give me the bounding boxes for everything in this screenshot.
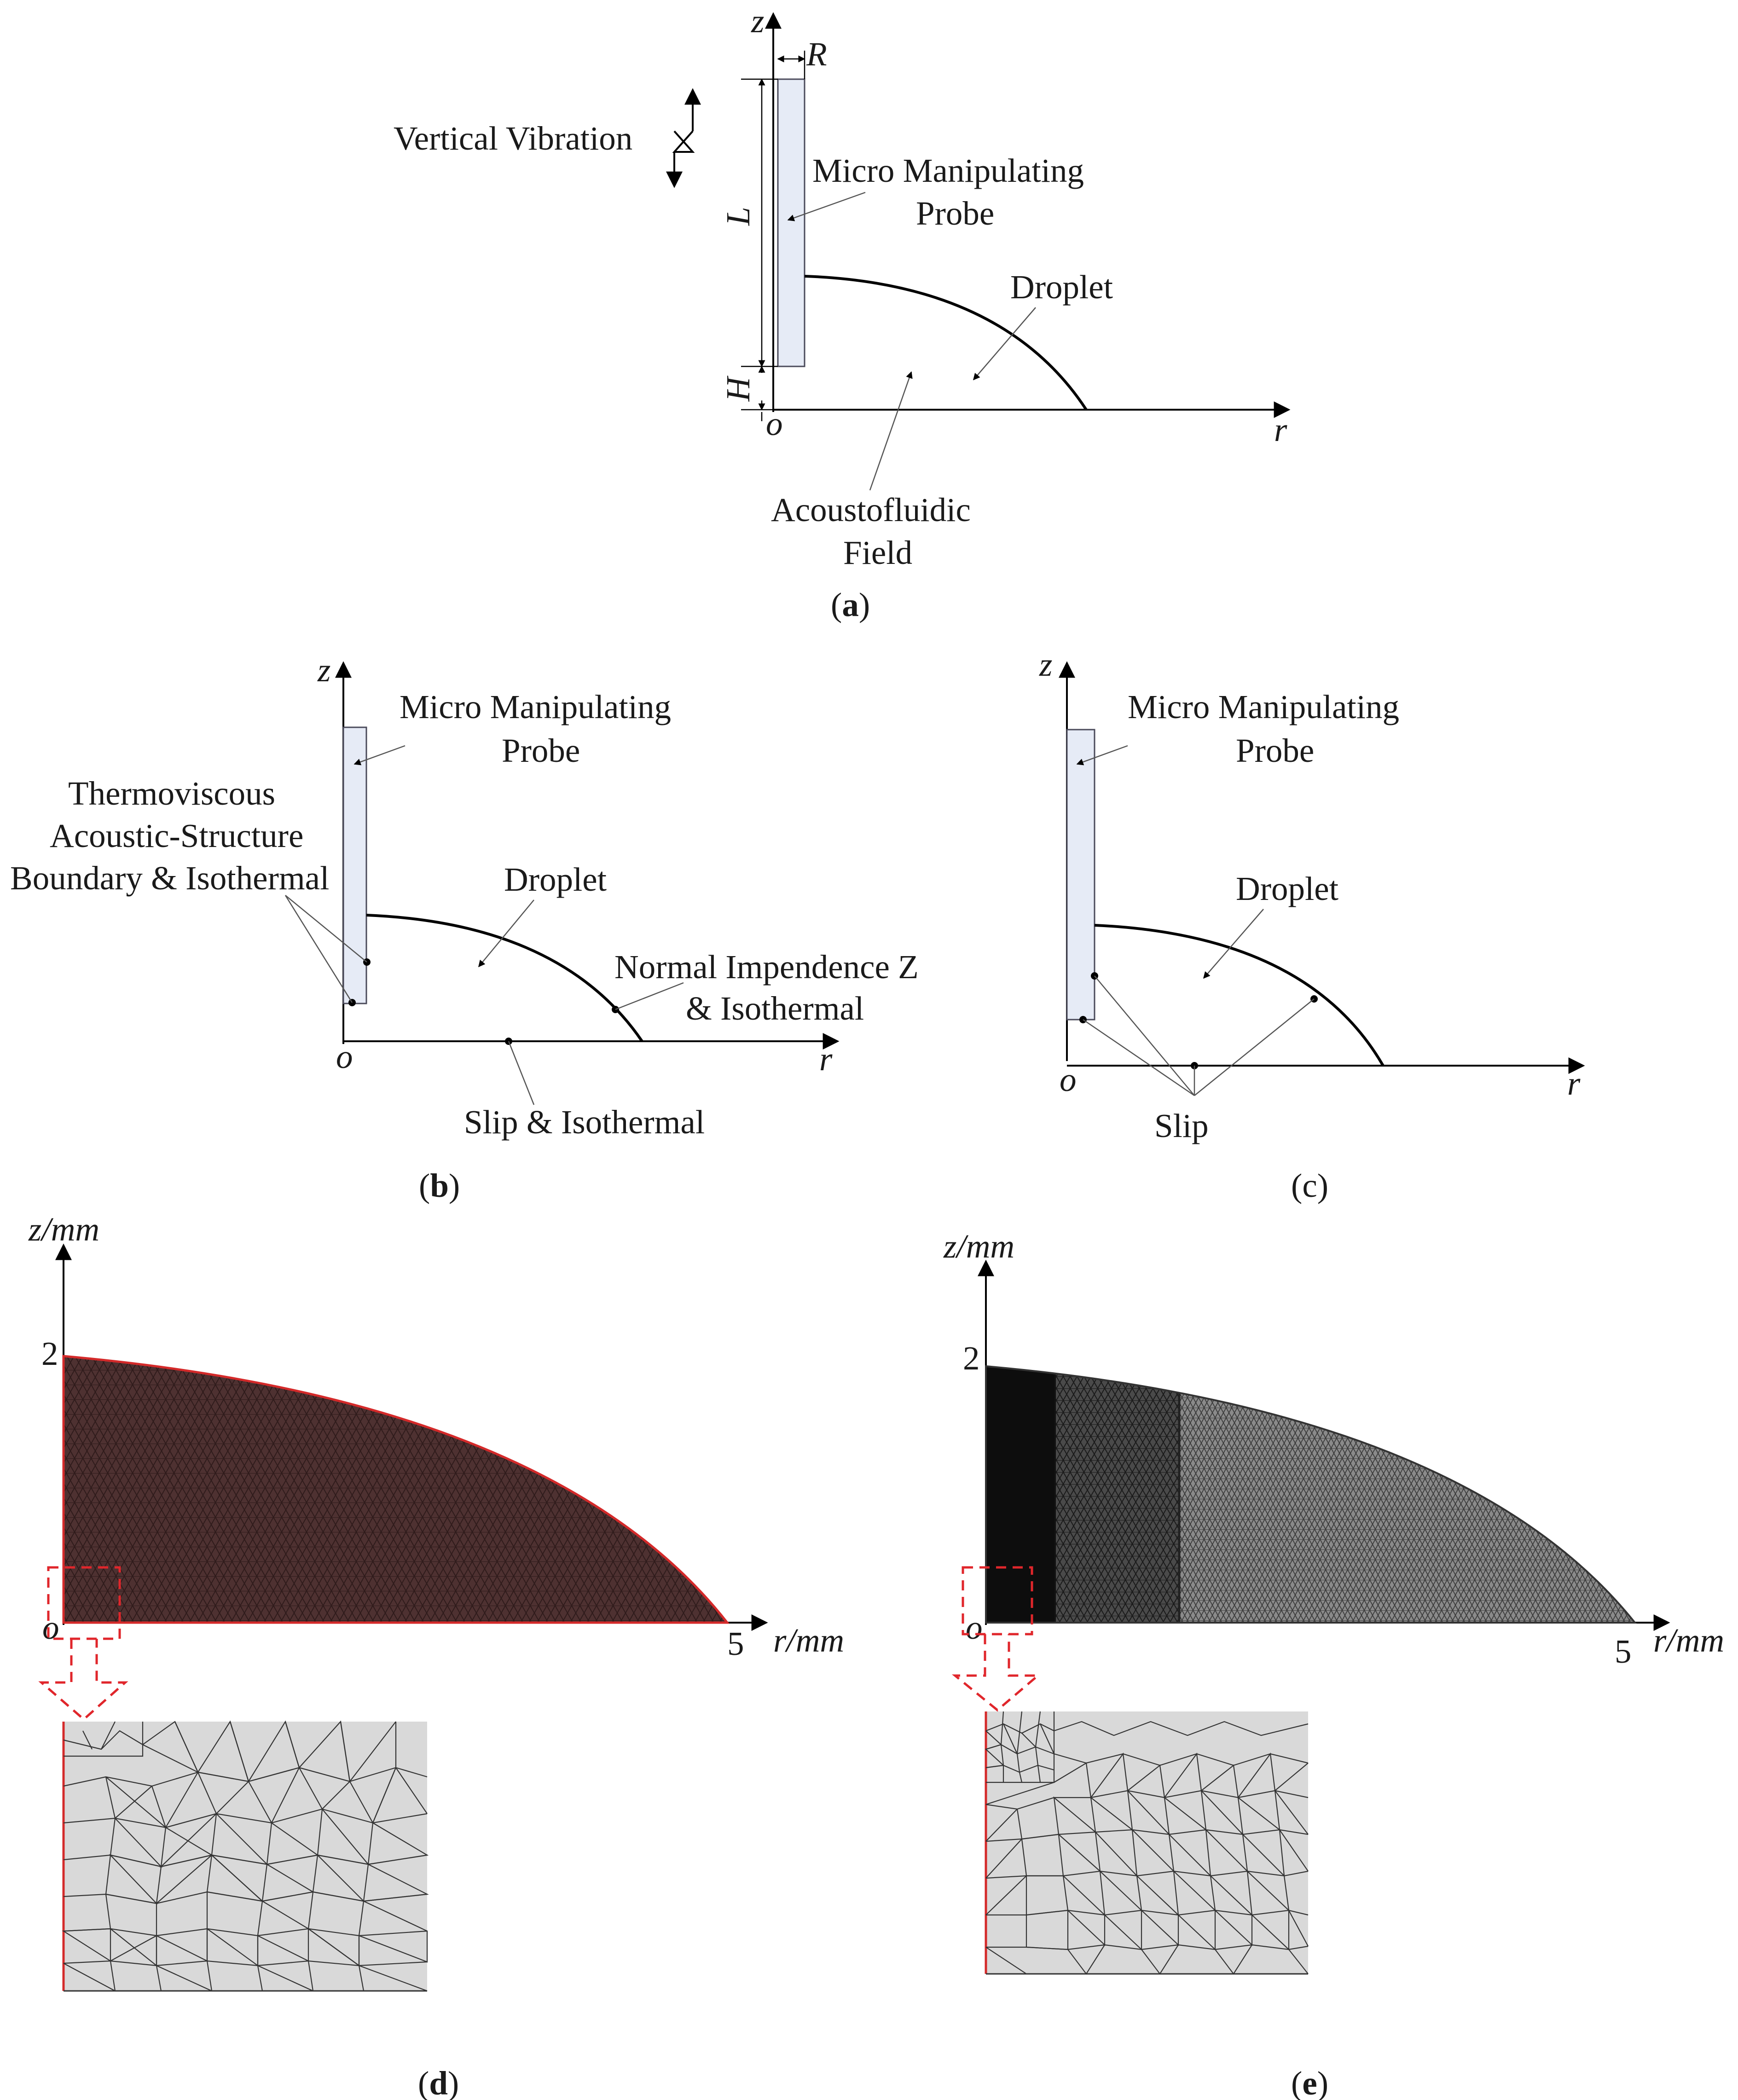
micro-probe (342, 726, 367, 1004)
impedance-label-line2: & Isothermal (686, 990, 864, 1027)
slip-label: Slip & Isothermal (464, 1103, 705, 1141)
dim-h-label: H (719, 376, 757, 402)
z-axis-label: z (317, 651, 330, 689)
mesh-domain-d (64, 1356, 727, 1623)
tick-r-5: 5 (1615, 1633, 1632, 1670)
probe-label-line1: Micro Manipulating (812, 152, 1084, 189)
impedance-leader (615, 982, 684, 1010)
field-leader (869, 371, 913, 491)
boundary-label-line1: Thermoviscous (68, 775, 275, 812)
r-axis-label: r/mm (1653, 1622, 1724, 1659)
inset-mesh-e (985, 1711, 1309, 1975)
slip-leader (508, 1041, 535, 1105)
droplet-leader (1203, 909, 1264, 979)
zoom-arrow-e (951, 1634, 1041, 1712)
probe-label-line2: Probe (916, 195, 994, 232)
zoom-arrow-d (38, 1639, 128, 1721)
zoom-box-e (962, 1566, 1033, 1636)
r-axis-label: r/mm (773, 1622, 844, 1659)
panel-e: z/mm r/mm o 2 5 (943, 1228, 1724, 2100)
inset-mesh-d (62, 1720, 429, 1992)
r-axis-label: r (1274, 411, 1287, 448)
caption-a: (a) (831, 586, 870, 623)
vibration-arrow-icon (666, 88, 701, 188)
impedance-label-line1: Normal Impendence Z (614, 948, 919, 986)
r-axis-label: r (819, 1040, 833, 1078)
droplet-leader (478, 899, 534, 968)
slip-leaders (1083, 975, 1315, 1096)
origin-label: o (336, 1038, 353, 1075)
caption-b: (b) (419, 1167, 460, 1204)
panel-d: z/mm r/mm o 2 5 (28, 1211, 844, 2100)
droplet-label: Droplet (504, 861, 607, 898)
probe-label-line1: Micro Manipulating (1128, 688, 1399, 725)
droplet-interface (1094, 924, 1385, 1067)
origin-label: o (766, 405, 783, 442)
droplet-interface (366, 914, 643, 1042)
probe-leader (353, 745, 406, 766)
boundary-label-line3: Boundary & Isothermal (10, 859, 329, 897)
droplet-leader (973, 307, 1036, 381)
tick-r-5: 5 (727, 1625, 744, 1662)
micro-probe (777, 78, 805, 367)
field-label-line2: Field (843, 534, 912, 571)
probe-label-line2: Probe (502, 732, 580, 769)
zoom-inset-e (985, 1711, 1309, 1975)
z-axis-label: z (1039, 646, 1052, 683)
boundary-leader-1 (285, 895, 367, 963)
panel-c: z r o Micro Manipulating Probe Droplet S… (1039, 646, 1585, 1204)
origin-label: o (42, 1609, 59, 1646)
mesh-boundary-e (985, 1365, 1637, 1624)
boundary-label-line2: Acoustic-Structure (50, 817, 303, 854)
mesh-domain-e (986, 1366, 1635, 1623)
tick-z-2: 2 (41, 1335, 58, 1372)
zoom-box-d (47, 1566, 121, 1640)
droplet-label: Droplet (1236, 870, 1338, 907)
boundary-leader-2 (284, 895, 353, 1003)
field-label-line1: Acoustofluidic (771, 491, 971, 528)
micro-probe (1066, 729, 1095, 1021)
z-axis-label: z/mm (28, 1211, 99, 1248)
slip-label: Slip (1154, 1107, 1209, 1144)
droplet-label: Droplet (1010, 268, 1113, 306)
probe-label-line2: Probe (1236, 732, 1314, 769)
r-axis-label: r (1567, 1065, 1581, 1102)
panel-a: z r o R L H Vertical Vibration Micro Man… (394, 2, 1291, 623)
tick-z-2: 2 (963, 1340, 980, 1377)
droplet-interface (804, 275, 1088, 411)
caption-e: (e) (1291, 2065, 1328, 2100)
origin-label: o (1060, 1061, 1077, 1098)
mesh-boundary-d (62, 1355, 730, 1624)
caption-d: (d) (418, 2065, 459, 2100)
probe-leader (1076, 745, 1128, 766)
z-axis-label: z/mm (943, 1228, 1014, 1265)
vibration-label: Vertical Vibration (394, 120, 632, 157)
dim-l-label: L (719, 207, 757, 226)
panel-b: z r o Micro Manipulating Probe Thermovis… (10, 651, 919, 1204)
probe-leader (787, 191, 866, 221)
origin-label: o (966, 1609, 983, 1646)
z-axis-label: z (751, 2, 764, 40)
caption-c: (c) (1291, 1167, 1328, 1204)
zoom-inset-d (62, 1720, 429, 1992)
probe-label-line1: Micro Manipulating (400, 688, 671, 725)
dim-r-label: R (806, 35, 827, 73)
